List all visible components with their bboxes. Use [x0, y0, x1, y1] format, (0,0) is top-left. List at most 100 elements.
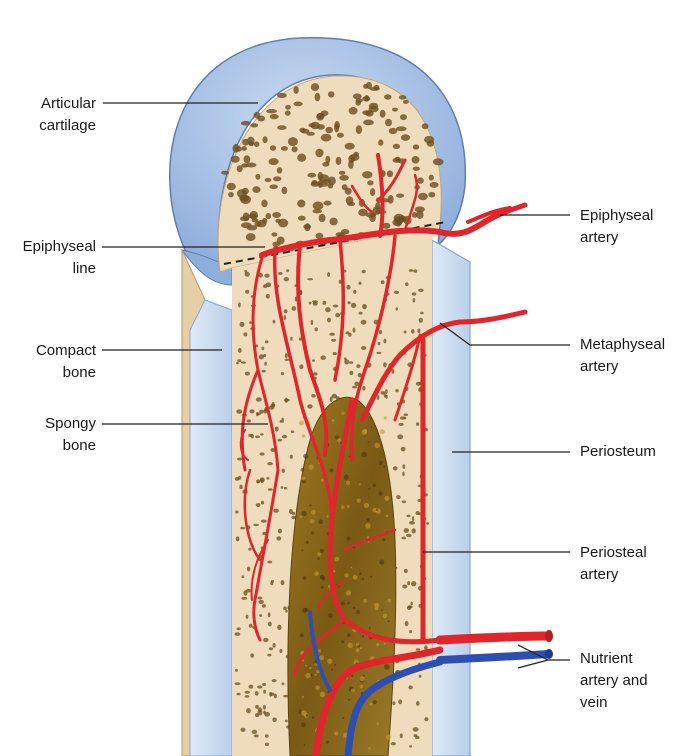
pore [261, 346, 265, 351]
marrow-speck [301, 722, 306, 728]
nutrient-artery-opening [545, 630, 553, 642]
pore [385, 118, 392, 127]
leader-lines [102, 102, 570, 669]
pore [411, 516, 415, 521]
pore [400, 134, 411, 141]
pore [264, 734, 269, 738]
pore [410, 601, 413, 606]
marrow-speck [334, 663, 337, 667]
pore [400, 114, 407, 121]
pore [318, 213, 326, 223]
pore [247, 136, 255, 146]
pore [345, 196, 354, 205]
marrow-speck [350, 566, 353, 569]
pore [263, 710, 266, 715]
pore [226, 182, 236, 191]
pore [418, 317, 423, 323]
pore [268, 647, 274, 651]
marrow-speck [303, 744, 306, 746]
pore [259, 614, 263, 617]
pore [358, 208, 368, 217]
pore [236, 361, 239, 365]
marrow-speck [367, 540, 370, 543]
marrow-speck [320, 548, 324, 553]
pore [399, 416, 406, 420]
pore [418, 674, 422, 678]
marrow-speck [301, 710, 304, 713]
pore [280, 372, 285, 376]
pore [246, 566, 251, 572]
pore [291, 306, 297, 311]
pore [255, 435, 260, 439]
pore [403, 528, 409, 533]
marrow-speck [302, 576, 307, 580]
pore [327, 91, 335, 98]
marrow-speck [356, 498, 361, 503]
pore [412, 297, 416, 303]
pore [395, 389, 399, 393]
marrow-speck [318, 519, 323, 525]
marrow-speck [346, 536, 351, 541]
spongy-bone-pores [221, 81, 444, 748]
marrow-speck [361, 635, 365, 638]
marrow-speck [346, 633, 351, 638]
pore [405, 282, 409, 287]
pore [327, 176, 336, 186]
marrow-speck [369, 702, 373, 706]
marrow-speck [375, 508, 378, 511]
pore [407, 581, 411, 586]
pore [320, 133, 332, 142]
pore [401, 500, 407, 504]
pore [417, 177, 424, 184]
marrow-speck [363, 599, 367, 603]
label-epiphyseal-artery: Epiphyseal artery [580, 207, 654, 246]
pore [258, 354, 264, 360]
pore [355, 100, 362, 106]
pore [375, 202, 381, 211]
pore [280, 580, 285, 586]
pore [364, 95, 370, 102]
marrow-speck [302, 607, 308, 613]
label-periosteum: Periosteum [580, 443, 656, 460]
pore [307, 404, 313, 409]
pore [412, 727, 419, 732]
marrow-speck [346, 480, 351, 485]
pore [308, 301, 312, 305]
marrow-speck [320, 479, 324, 482]
pore [244, 690, 251, 694]
marrow-speck [379, 559, 385, 565]
pore [269, 113, 279, 120]
marrow-speck [305, 714, 309, 717]
pore [317, 179, 323, 188]
marrow-speck [384, 664, 390, 670]
pore [353, 151, 360, 157]
pore [415, 511, 420, 515]
pore [286, 269, 290, 273]
pore [310, 83, 320, 92]
pore [258, 599, 264, 605]
pore [380, 280, 385, 285]
pore [400, 446, 406, 452]
pore [321, 179, 331, 184]
pore [262, 136, 268, 144]
marrow-speck [352, 607, 356, 610]
marrow-speck [299, 420, 304, 426]
pore [262, 705, 266, 710]
pore [255, 344, 259, 348]
pore [336, 132, 344, 138]
pore [320, 355, 326, 361]
pore [260, 478, 264, 483]
pore [345, 331, 350, 335]
pore [255, 713, 260, 718]
marrow-speck [301, 710, 307, 716]
marrow-speck [334, 556, 340, 562]
marrow-speck [367, 536, 370, 539]
pore [246, 419, 251, 423]
pore [272, 319, 276, 324]
pore [350, 302, 357, 308]
pore [240, 727, 246, 732]
pore [313, 372, 318, 376]
pore [285, 104, 291, 110]
pore [412, 166, 420, 171]
pore [237, 359, 242, 363]
